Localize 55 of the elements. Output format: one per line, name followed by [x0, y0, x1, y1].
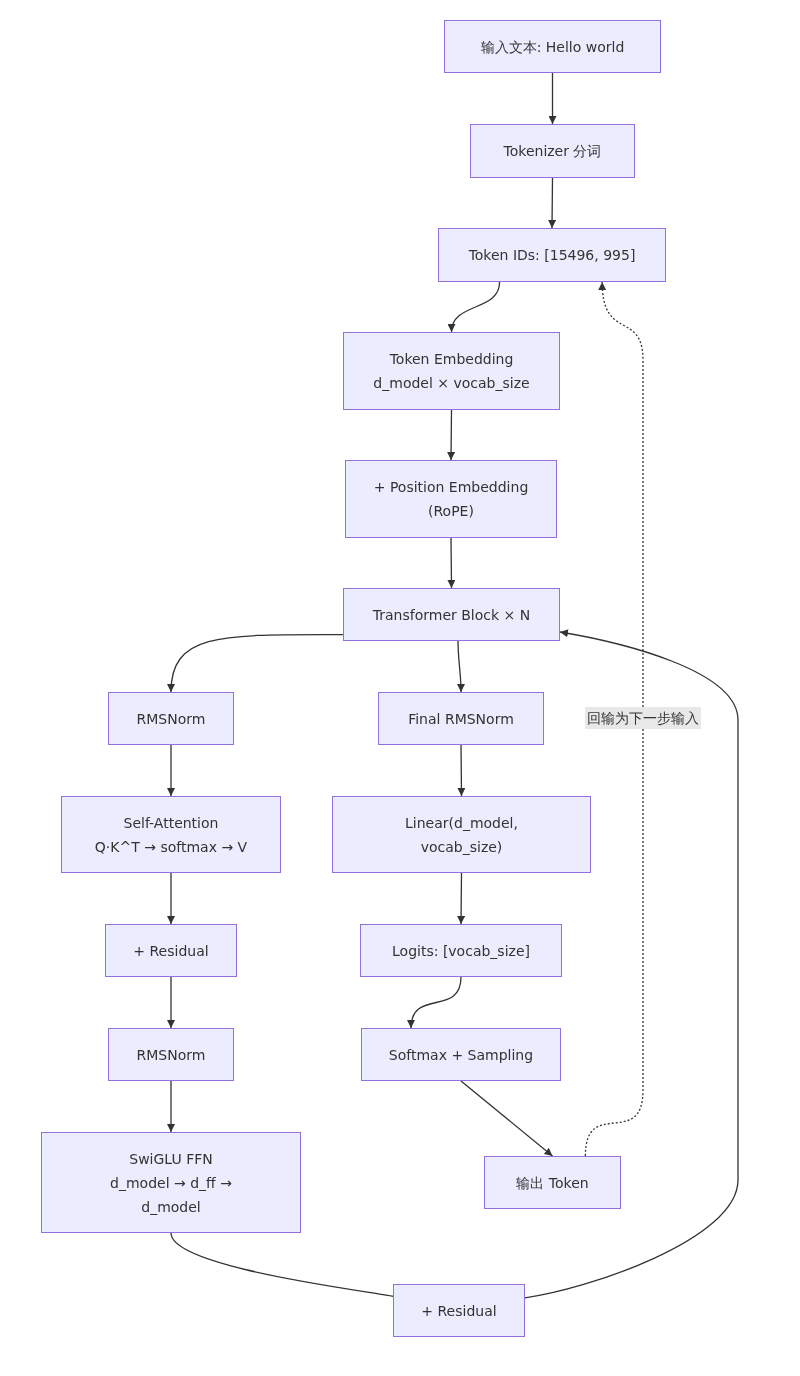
- process-box: [61, 796, 281, 873]
- arrow: [167, 872, 175, 925]
- arrow: [457, 872, 466, 925]
- box-label: Final RMSNorm: [408, 709, 514, 729]
- box-label: RMSNorm: [136, 709, 206, 729]
- box-label: Self-Attention: [123, 813, 219, 833]
- arrow: [167, 633, 344, 693]
- process-box: [378, 692, 544, 745]
- process-box: [470, 124, 635, 178]
- arrow: [407, 976, 462, 1029]
- process-box: [41, 1132, 301, 1233]
- box-label: d_model → d_ff → d_model: [109, 1173, 233, 1217]
- process-box: [345, 460, 557, 538]
- box-label: 输出 Token: [516, 1173, 589, 1193]
- box-label: d_model × vocab_size: [373, 374, 530, 393]
- arrow: [447, 409, 456, 461]
- box-label: + Position Embedding (RoPE): [372, 478, 530, 521]
- arrow: [167, 1080, 175, 1133]
- box-label: + Residual: [421, 1301, 497, 1321]
- process-box: [361, 1028, 561, 1081]
- box-label: Token Embedding: [389, 350, 514, 369]
- arrow: [167, 744, 175, 797]
- process-box: [360, 924, 562, 977]
- dotted-arrow: [584, 281, 644, 1157]
- box-label: Tokenizer 分词: [503, 142, 602, 161]
- box-label: Softmax + Sampling: [388, 1045, 534, 1065]
- arrow: [460, 1080, 554, 1157]
- box-label: + Residual: [133, 941, 209, 961]
- process-box: [444, 20, 661, 73]
- process-box: [343, 332, 560, 410]
- process-box: [393, 1284, 525, 1337]
- box-label: SwiGLU FFN: [129, 1149, 213, 1169]
- box-label: Linear(d_model, vocab_size): [404, 813, 519, 857]
- arrow: [456, 640, 465, 693]
- process-box: [438, 228, 666, 282]
- edge-label: 回输为下一步输入: [585, 707, 701, 729]
- process-box: [108, 692, 234, 745]
- arrow: [167, 976, 175, 1029]
- process-box: [484, 1156, 621, 1209]
- arrow: [524, 629, 739, 1299]
- box-label: RMSNorm: [136, 1045, 206, 1065]
- box-label: Logits: [vocab_size]: [392, 941, 530, 961]
- box-label: Transformer Block × N: [372, 605, 531, 625]
- box-label: Q·K^T → softmax → V: [94, 837, 248, 857]
- box-label: 输入文本: Hello world: [480, 37, 625, 57]
- arrow: [548, 177, 557, 229]
- arrow: [457, 744, 466, 797]
- box-label: Token IDs: [15496, 995]: [468, 246, 636, 265]
- process-box: [105, 924, 237, 977]
- arrow: [448, 281, 501, 333]
- arrow: [548, 72, 557, 125]
- process-box: [343, 588, 560, 641]
- arrow: [447, 537, 456, 589]
- process-box: [332, 796, 591, 873]
- process-box: [108, 1028, 234, 1081]
